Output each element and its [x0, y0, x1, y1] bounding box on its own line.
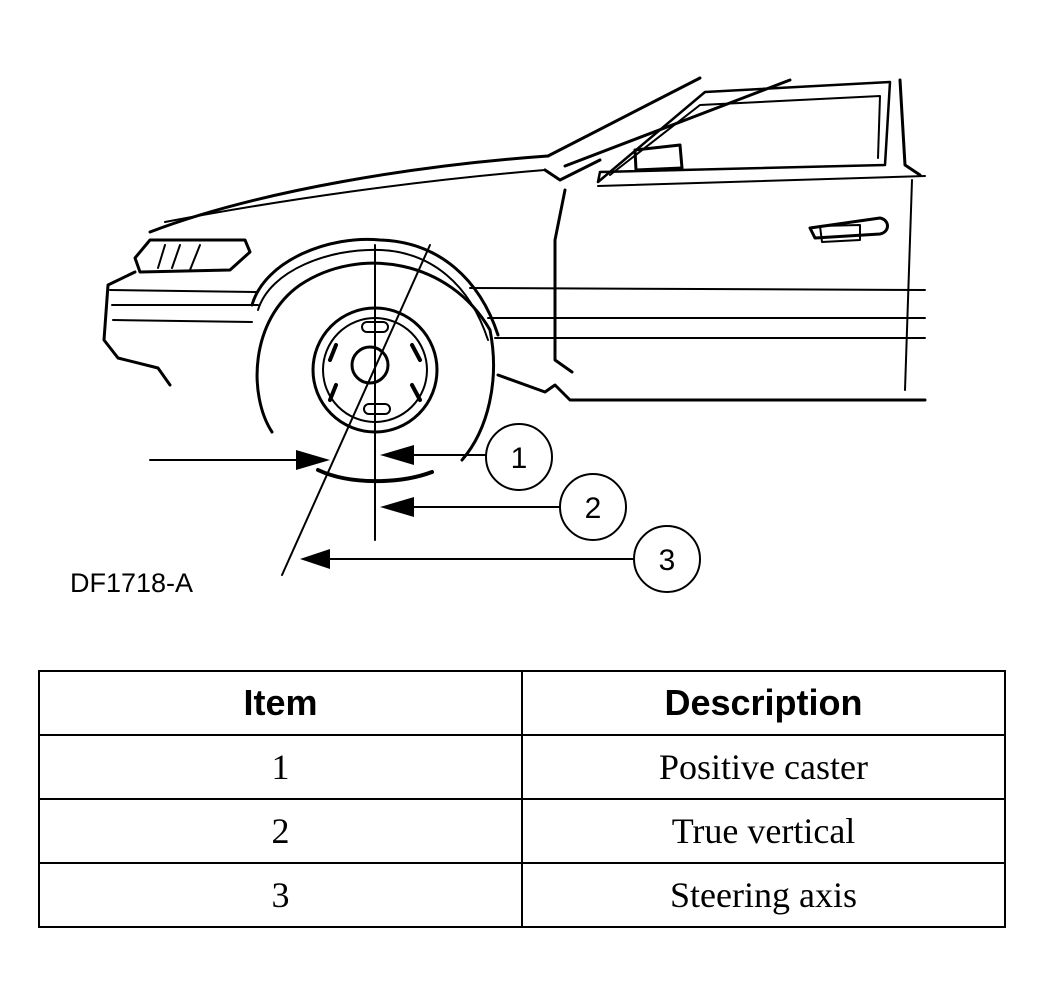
table-row: 2 True vertical [38, 798, 1006, 864]
caster-illustration: 1 2 3 [102, 76, 927, 593]
table-row: 3 Steering axis [38, 862, 1006, 928]
table-row: 1 Positive caster [38, 734, 1006, 800]
steering-axis-line [281, 244, 431, 576]
figure-code: DF1718-A [70, 568, 194, 598]
arrow-head-2 [380, 497, 414, 517]
car-body [102, 76, 927, 484]
arrow-head-3 [300, 549, 330, 569]
callout-number-3: 3 [659, 544, 676, 577]
callout-number-1: 1 [511, 442, 528, 475]
callout-number-2: 2 [585, 492, 602, 525]
callout-circle-2 [559, 473, 627, 541]
callout-circle-3 [633, 525, 701, 593]
item-cell: 3 [38, 862, 523, 928]
callout-circle-1 [485, 423, 553, 491]
description-cell: Positive caster [521, 734, 1006, 800]
description-cell: True vertical [521, 798, 1006, 864]
arrow-head-1a [296, 450, 330, 470]
description-cell: Steering axis [521, 862, 1006, 928]
header-description: Description [521, 670, 1006, 736]
legend-table: Item Description 1 Positive caster 2 Tru… [38, 670, 1006, 928]
table-header-row: Item Description [38, 670, 1006, 736]
item-cell: 2 [38, 798, 523, 864]
item-cell: 1 [38, 734, 523, 800]
header-item: Item [38, 670, 523, 736]
arrow-head-1b [380, 445, 414, 465]
